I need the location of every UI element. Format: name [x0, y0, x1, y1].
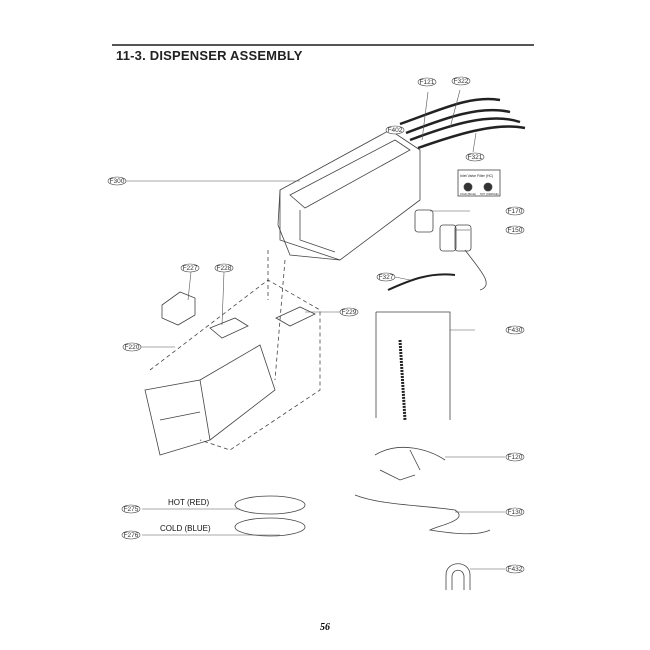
label-f276: F276: [124, 532, 139, 539]
cap-f229: [275, 306, 316, 327]
page-number: 56: [320, 622, 330, 633]
inlet-hoses: [234, 495, 306, 537]
wire-f327: [387, 273, 456, 291]
inlet-valves: [414, 209, 487, 291]
section-title: 11-3. DISPENSER ASSEMBLY: [116, 48, 303, 63]
label-f228: F228: [217, 265, 232, 272]
label-f327: F327: [379, 274, 394, 281]
filter-box-title: Inlet Valve Filter (HC): [460, 174, 493, 178]
label-f170: F170: [508, 208, 523, 215]
label-f402: F402: [388, 127, 403, 134]
label-f322: F322: [454, 78, 469, 85]
cap-f228: [209, 317, 249, 339]
drawer-region: [149, 279, 321, 451]
label-f300: F300: [110, 178, 125, 185]
harness-f130: [354, 494, 491, 535]
cap-f227: [161, 291, 196, 326]
filter-box: [457, 169, 501, 197]
label-f430: F430: [508, 327, 523, 334]
label-f321: F321: [468, 154, 483, 161]
drawer-guide-lines: [267, 250, 286, 381]
label-f120: F120: [508, 454, 523, 461]
cold-hose-caption: COLD (BLUE): [160, 524, 211, 533]
hose-f430: [398, 339, 407, 421]
label-f227: F227: [183, 265, 198, 272]
hot-hose-caption: HOT (RED): [168, 498, 210, 507]
leader-lines: [125, 89, 505, 570]
filter-box-right: HOT (ORANGE): [480, 193, 499, 196]
header-rule: [112, 44, 534, 46]
label-f121: F121: [420, 79, 435, 86]
hose-f121: [399, 97, 526, 150]
detergent-drawer: [144, 344, 276, 456]
filter-box-left: COLD (BLUE): [460, 193, 476, 196]
label-ovals: [107, 76, 525, 574]
label-f275: F275: [124, 506, 139, 513]
hose-f430-box: [375, 311, 451, 420]
harness-f120: [374, 447, 446, 481]
label-f130: F130: [508, 509, 523, 516]
dispenser-housing: [277, 129, 421, 261]
label-f229: F229: [342, 309, 357, 316]
label-f432: F432: [508, 566, 523, 573]
clamp-f432: [445, 563, 471, 590]
label-f220: F220: [125, 344, 140, 351]
label-f150: F150: [508, 227, 523, 234]
